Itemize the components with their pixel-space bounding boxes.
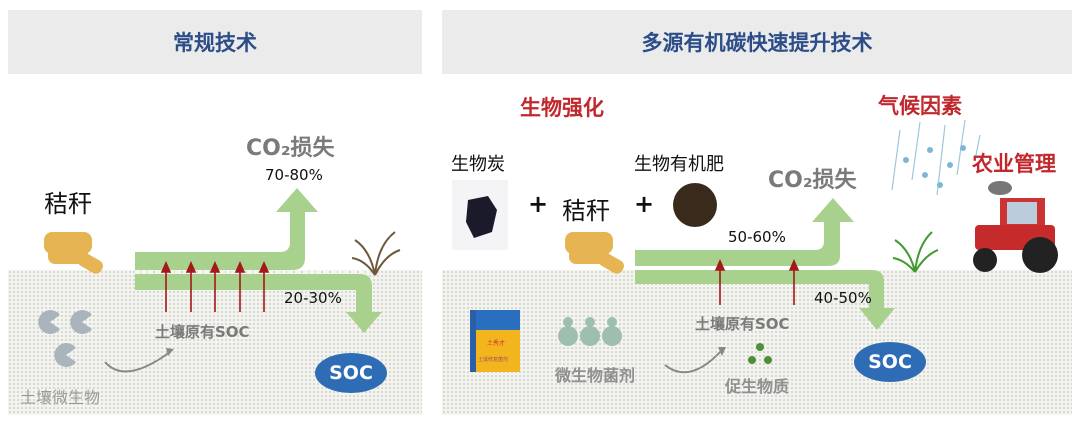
right-curved-arrow	[664, 349, 723, 374]
left-co2-arrow	[135, 188, 318, 270]
left-co2-loss-label: CO₂损失	[246, 136, 335, 161]
plus-sign-1: +	[528, 190, 549, 218]
biochar-label: 生物炭	[451, 154, 505, 175]
left-straw-label: 秸秆	[44, 190, 92, 218]
left-co2-percent: 70-80%	[265, 166, 323, 184]
agri-management-label: 农业管理	[972, 152, 1056, 176]
green-plant-icon	[892, 231, 939, 273]
climate-factor-label: 气候因素	[878, 94, 962, 118]
right-co2-arrow	[635, 198, 854, 266]
microbial-agent-package	[470, 310, 520, 372]
microbial-agent-label: 微生物菌剂	[555, 366, 636, 385]
right-soc-arrow	[635, 270, 895, 330]
plus-sign-2: +	[634, 190, 655, 218]
right-soc-ellipse: SOC	[854, 342, 926, 382]
left-soc-percent: 20-30%	[284, 289, 342, 307]
organic-fertilizer-image	[673, 183, 717, 227]
microbe-blobs	[558, 317, 622, 346]
left-native-soc-label: 土壤原有SOC	[155, 323, 250, 341]
right-native-soc-label: 土壤原有SOC	[695, 315, 790, 333]
right-panel-title: 多源有机碳快速提升技术	[442, 10, 1072, 74]
right-soc-percent: 40-50%	[814, 289, 872, 307]
left-soc-ellipse: SOC	[315, 353, 387, 393]
growth-promoter-label: 促生物质	[725, 377, 790, 396]
organic-fertilizer-label: 生物有机肥	[634, 154, 724, 175]
straw-icon	[44, 232, 624, 274]
left-panel-title: 常规技术	[8, 10, 422, 74]
package-label: 土壤修复菌剂	[478, 357, 509, 363]
left-curved-arrow	[104, 351, 171, 373]
left-soc-arrow	[135, 274, 382, 333]
package-brand: 土秀才	[487, 340, 506, 347]
tractor-icon	[973, 181, 1058, 273]
microbe-icons	[38, 310, 92, 367]
right-soil-layer	[442, 270, 1072, 415]
left-microbes-label: 土壤微生物	[20, 388, 101, 407]
right-co2-percent: 50-60%	[728, 228, 786, 246]
right-straw-label: 秸秆	[562, 197, 610, 225]
withered-plant-icon	[351, 231, 401, 276]
right-co2-loss-label: CO₂损失	[768, 168, 857, 193]
growth-promoter-dots	[748, 343, 772, 364]
bio-enhance-label: 生物强化	[520, 96, 604, 120]
